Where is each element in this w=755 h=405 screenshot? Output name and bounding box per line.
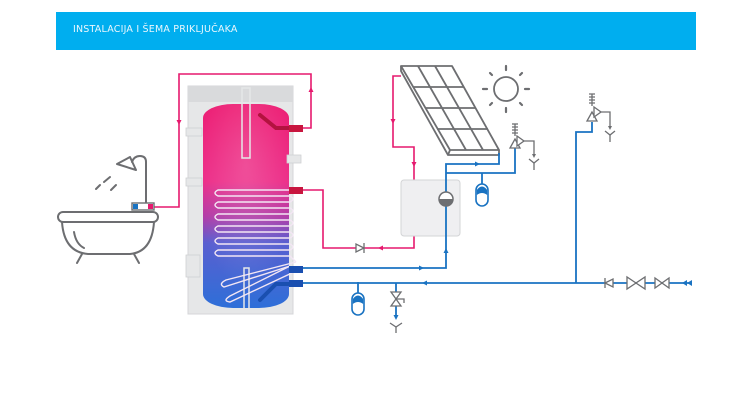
flow-arrow-down (390, 119, 396, 124)
section-title: INSTALACIJA I ŠEMA PRIKLJUČAKA (73, 24, 238, 35)
solar-cold-pipe (303, 145, 516, 269)
flow-arrow-right (475, 161, 480, 167)
check-valve-icon (603, 277, 614, 289)
flow-arrow-down (176, 120, 182, 125)
sensor-well-top (241, 87, 251, 159)
valve-icon (626, 275, 646, 291)
tank-glow (203, 104, 289, 308)
flow-arrow-down (411, 162, 417, 167)
safety-valve-icon (585, 93, 616, 142)
mixer-tap (131, 202, 155, 211)
solar-panel-icon (400, 65, 500, 156)
tank-casing-top (188, 86, 293, 102)
boiler-tank (185, 85, 303, 315)
hot-water-pipe (151, 73, 312, 208)
valve-icon (389, 291, 405, 333)
heat-exchanger-coil (214, 189, 297, 303)
pump-station-box (400, 179, 461, 237)
bathtub-icon (57, 211, 159, 264)
flow-arrow-left (422, 280, 427, 286)
socket (185, 127, 203, 137)
inlet-arrow (682, 280, 687, 286)
valve-icon (654, 276, 670, 290)
drain-arrow (608, 126, 612, 130)
section-header: INSTALACIJA I ŠEMA PRIKLJUČAKA (56, 12, 696, 50)
check-valve-icon (355, 242, 366, 254)
coil-top-connector (289, 187, 303, 194)
cold-inlet-connector (289, 280, 303, 287)
coil-bottom-connector (289, 266, 303, 273)
flow-arrow-up (443, 248, 449, 253)
flow-arrow-left (378, 245, 383, 251)
socket (185, 177, 203, 187)
drain-arrow (532, 154, 536, 158)
flow-arrow-down (393, 315, 399, 320)
shower-icon (95, 155, 147, 205)
hot-outlet-connector (289, 125, 303, 132)
socket (286, 154, 302, 164)
solar-hot-pipe (303, 75, 415, 249)
sensor-well-bottom (243, 267, 250, 313)
pump-icon (438, 191, 454, 207)
expansion-vessel-icon (351, 282, 365, 316)
sun-icon (481, 64, 531, 114)
flow-arrow-right (419, 265, 424, 271)
safety-valve-icon (508, 123, 540, 170)
inlet-arrow (687, 280, 692, 286)
electric-heater-flange (185, 254, 201, 278)
expansion-vessel-icon (475, 183, 489, 207)
cold-water-pipe (303, 122, 690, 318)
flow-arrow-up (308, 87, 314, 92)
